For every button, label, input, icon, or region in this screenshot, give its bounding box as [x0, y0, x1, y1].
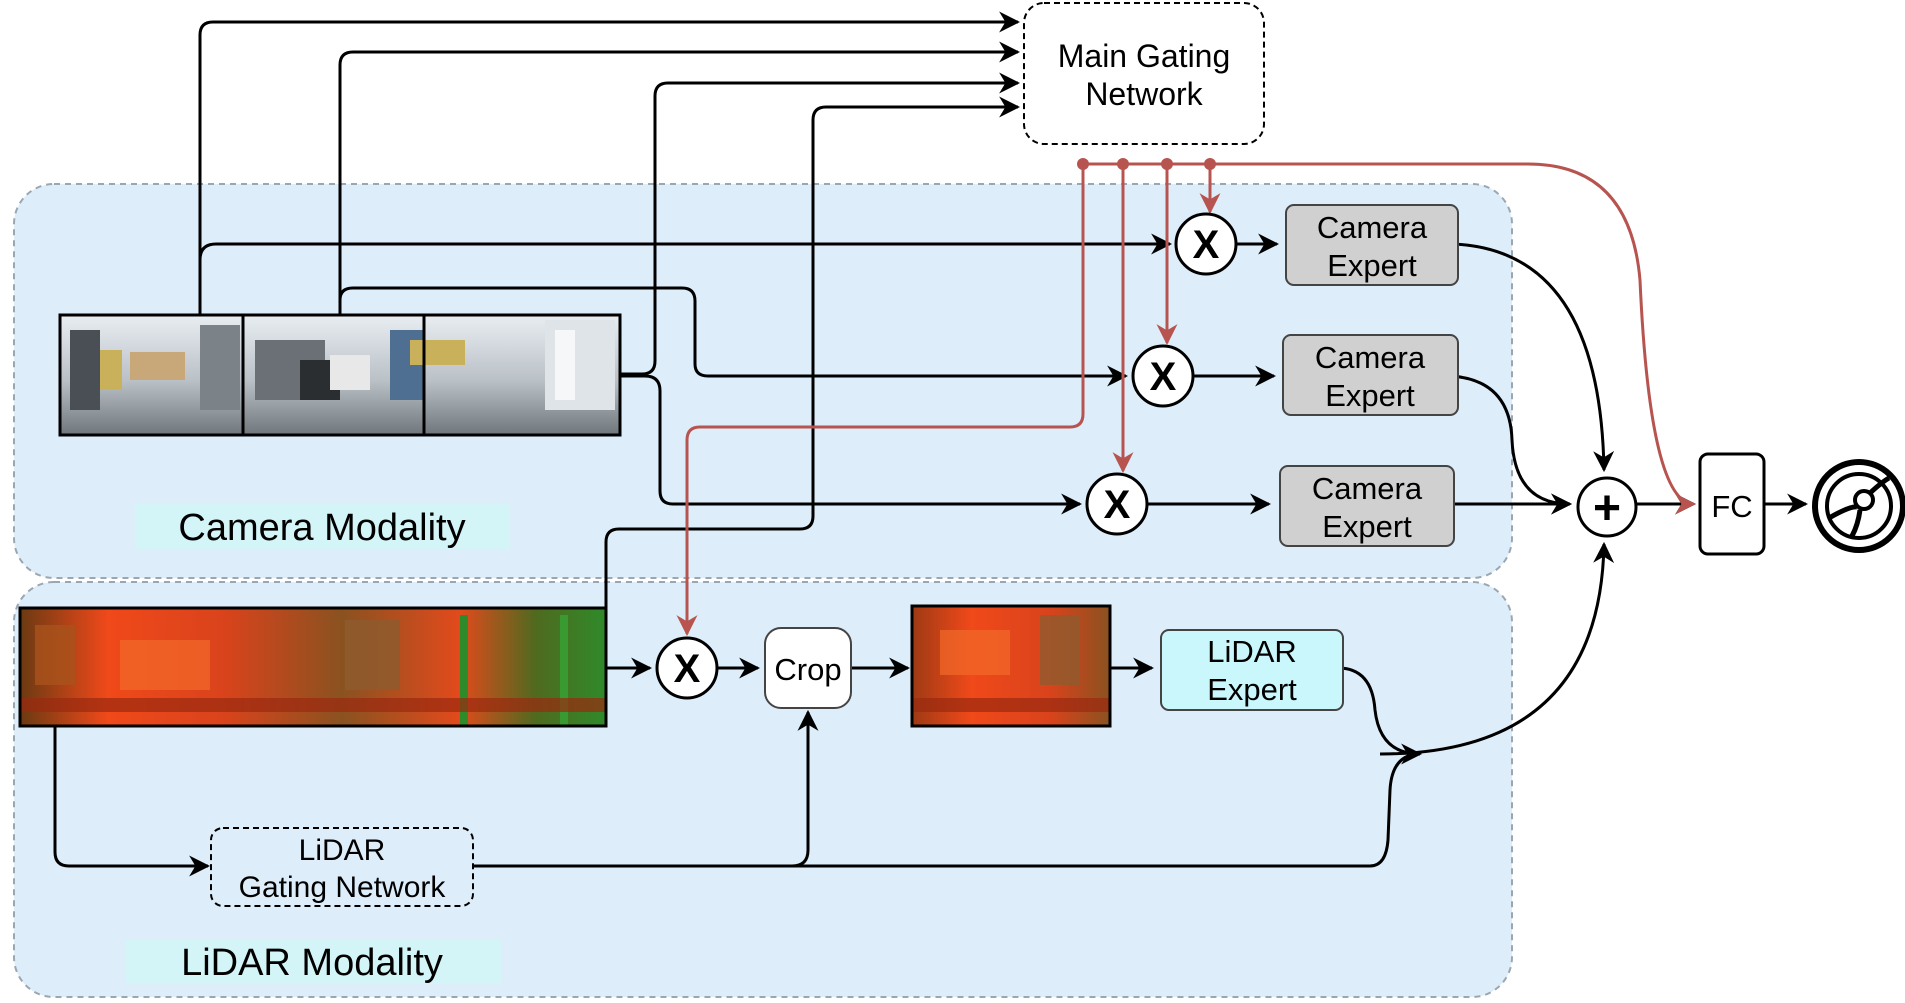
camera-modality-label-bg [135, 503, 510, 549]
svg-text:LiDAR: LiDAR [299, 834, 386, 867]
camera-expert-3: Camera Expert [1279, 465, 1455, 547]
main-gating-network: Main Gating Network [1023, 2, 1265, 145]
gating-junction-dots [1077, 158, 1216, 170]
gating-arrows [676, 162, 1697, 637]
svg-text:X: X [1150, 355, 1177, 399]
svg-text:X: X [674, 647, 701, 691]
camera-modality-region [13, 183, 1513, 579]
svg-text:Crop: Crop [774, 652, 841, 687]
svg-text:Gating Network: Gating Network [239, 871, 447, 904]
multiply-node-1: X [1174, 212, 1238, 276]
flow-arrows [53, 11, 1809, 877]
sum-node: + [1576, 476, 1638, 538]
svg-text:Camera: Camera [1317, 210, 1428, 245]
svg-text:X: X [1193, 223, 1220, 267]
svg-text:Expert: Expert [1325, 378, 1415, 413]
lidar-expert: LiDAR Expert [1160, 629, 1344, 711]
fc-box: FC [1698, 452, 1766, 556]
cropped-lidar-image [910, 604, 1112, 728]
camera-image-strip [58, 313, 622, 437]
svg-text:Expert: Expert [1322, 509, 1412, 544]
svg-text:Camera: Camera [1312, 471, 1423, 506]
svg-text:FC: FC [1711, 489, 1752, 524]
multiply-node-3: X [1085, 472, 1149, 536]
lidar-modality-label-bg [126, 940, 501, 984]
svg-text:Main Gating: Main Gating [1058, 38, 1231, 74]
svg-text:Network: Network [1085, 76, 1203, 112]
crop-box: Crop [764, 627, 852, 709]
lidar-gating-network: LiDAR Gating Network [210, 827, 474, 907]
lidar-image-strip [18, 606, 608, 728]
svg-text:+: + [1593, 482, 1621, 535]
camera-modality-label: Camera Modality [178, 507, 465, 549]
lidar-modality-label: LiDAR Modality [181, 942, 443, 984]
svg-text:Expert: Expert [1327, 248, 1417, 283]
steering-wheel-icon [1812, 459, 1905, 553]
svg-text:Expert: Expert [1207, 672, 1297, 707]
camera-expert-1: Camera Expert [1285, 204, 1459, 286]
svg-text:LiDAR: LiDAR [1207, 634, 1297, 669]
multiply-node-lidar: X [655, 636, 719, 700]
svg-text:Camera: Camera [1315, 340, 1426, 375]
svg-text:X: X [1104, 483, 1131, 527]
camera-expert-2: Camera Expert [1282, 334, 1459, 416]
multiply-node-2: X [1131, 344, 1195, 408]
